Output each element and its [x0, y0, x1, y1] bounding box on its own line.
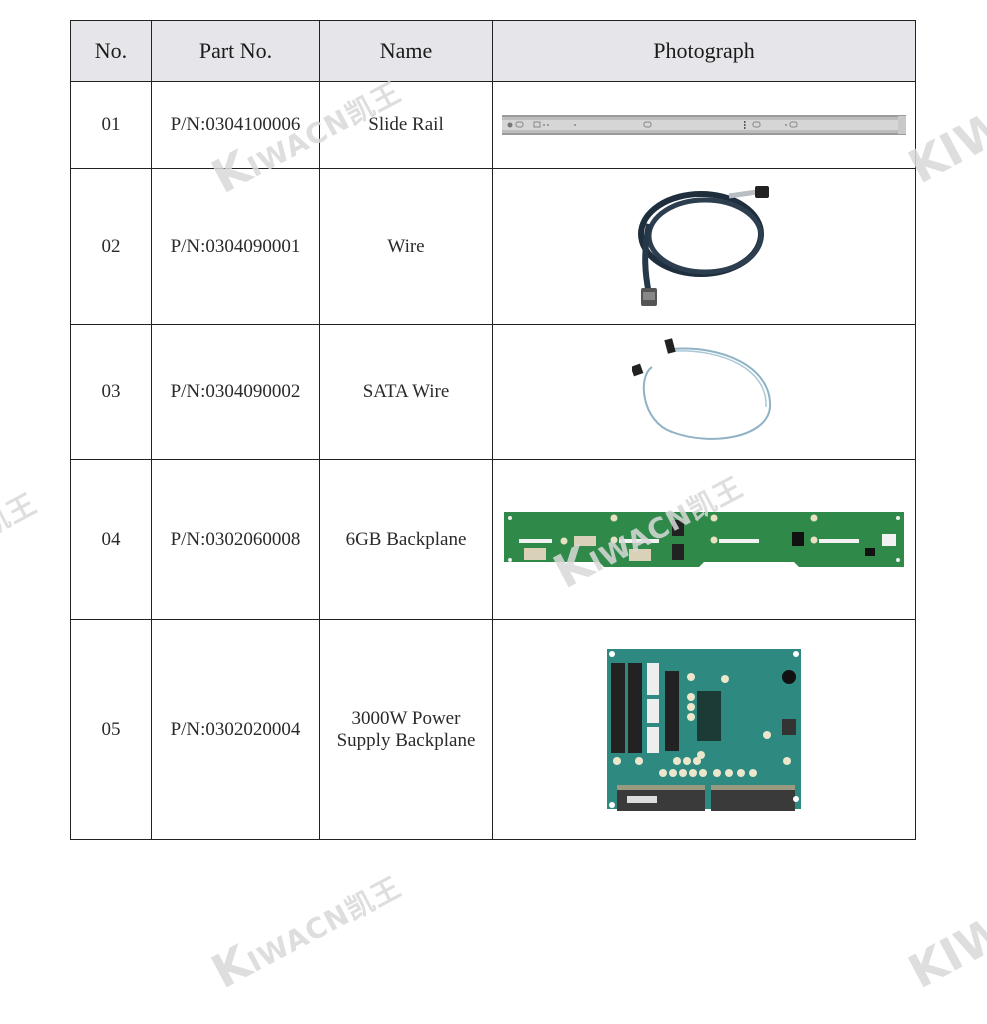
cell-name: Wire [319, 168, 493, 325]
table-row: 03 P/N:0304090002 SATA Wire [70, 324, 916, 460]
backplane-board-photo [504, 512, 904, 567]
table-row: 05 P/N:0302020004 3000W Power Supply Bac… [70, 619, 916, 840]
table-row: 04 P/N:0302060008 6GB Backplane [70, 459, 916, 620]
cell-no: 02 [70, 168, 152, 325]
cell-photo [492, 168, 916, 325]
cell-name: 6GB Backplane [319, 459, 493, 620]
cell-part-no: P/N:0304100006 [151, 81, 320, 169]
watermark: KIWACN凯王 [202, 870, 407, 999]
sata-cable-photo [631, 338, 771, 440]
cell-no: 01 [70, 81, 152, 169]
table-row: 02 P/N:0304090001 Wire [70, 168, 916, 325]
cell-part-no: P/N:0302020004 [151, 619, 320, 840]
cell-part-no: P/N:0302060008 [151, 459, 320, 620]
watermark: KIW [899, 902, 987, 999]
cell-no: 03 [70, 324, 152, 460]
cell-photo [492, 619, 916, 840]
cell-photo [492, 81, 916, 169]
name-line-2: Supply Backplane [336, 729, 476, 751]
braided-cable-photo [638, 186, 769, 306]
cell-name: Slide Rail [319, 81, 493, 169]
cell-part-no: P/N:0304090002 [151, 324, 320, 460]
cell-part-no: P/N:0304090001 [151, 168, 320, 325]
table-row: 01 P/N:0304100006 Slide Rail [70, 81, 916, 169]
cell-name: SATA Wire [319, 324, 493, 460]
header-photograph: Photograph [492, 20, 916, 82]
table-header-row: No. Part No. Name Photograph [70, 20, 916, 82]
cell-photo [492, 459, 916, 620]
header-no: No. [70, 20, 152, 82]
header-part-no: Part No. [151, 20, 320, 82]
cell-no: 05 [70, 619, 152, 840]
cell-photo [492, 324, 916, 460]
slide-rail-photo [502, 115, 906, 135]
cell-name: 3000W Power Supply Backplane [319, 619, 493, 840]
name-line-1: 3000W Power [351, 707, 461, 729]
parts-table: No. Part No. Name Photograph 01 P/N:0304… [70, 20, 916, 840]
watermark: 凯王 [0, 486, 43, 544]
header-name: Name [319, 20, 493, 82]
cell-no: 04 [70, 459, 152, 620]
power-backplane-board-photo [607, 648, 801, 811]
